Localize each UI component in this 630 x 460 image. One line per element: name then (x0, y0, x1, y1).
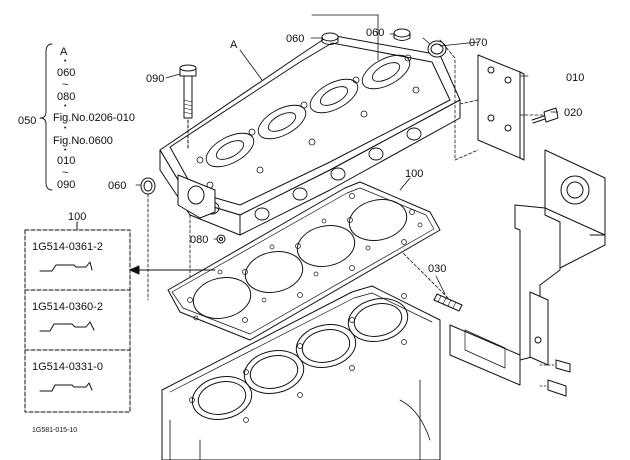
callout-080: 080 (190, 234, 208, 246)
leader-lines (135, 14, 559, 295)
gasket-variant-2-part-no: 1G514-0360-2 (32, 301, 103, 313)
serial-line-7: 090 (57, 179, 75, 191)
serial-line-6: 010 (57, 155, 75, 167)
gasket-variants-box (24, 221, 216, 413)
serial-dot-2: • (64, 103, 67, 110)
serial-line-5: Fig.No.0600 (53, 135, 113, 147)
serial-line-4: Fig.No.0206-010 (53, 112, 135, 124)
callout-090: 090 (146, 73, 164, 85)
stud-030 (433, 293, 463, 312)
cylinder-head (159, 34, 461, 236)
engine-bracket (449, 149, 606, 397)
bolt-020 (531, 107, 559, 124)
serial-tilde-2: ~ (62, 167, 68, 179)
ref-a-head: A (230, 39, 238, 51)
bolt-090 (179, 64, 197, 151)
serial-range-text: A • 060 ~ 080 • Fig.No.0206-010 • Fig.No… (53, 46, 135, 191)
serial-line-2: 060 (57, 67, 75, 79)
gasket-variant-1-part-no: 1G514-0361-2 (32, 241, 103, 253)
plug-060-left (140, 177, 156, 195)
bolt-080 (216, 234, 226, 244)
serial-range-brace (39, 43, 53, 191)
callout-020: 020 (564, 107, 582, 119)
callout-060-left: 060 (108, 180, 126, 192)
figure-id: 1G581-015-10 (32, 427, 77, 434)
cover-plate-010 (477, 54, 525, 161)
gasket-variant-labels: 1G514-0361-2 1G514-0360-2 1G514-0331-0 (32, 241, 103, 373)
cylinder-block (161, 285, 441, 460)
callout-030: 030 (428, 263, 446, 275)
callout-070: 070 (469, 37, 487, 49)
callout-060-top-right: 060 (366, 27, 384, 39)
serial-line-3: 080 (57, 91, 75, 103)
gasket-profile-glyphs (39, 261, 95, 392)
callout-060-top-left: 060 (286, 33, 304, 45)
callout-100-gasket: 100 (405, 168, 423, 180)
callout-010: 010 (566, 72, 584, 84)
head-gasket-100 (167, 181, 441, 341)
callout-labels: 060 060 070 010 020 090 060 080 100 030 … (18, 27, 584, 275)
plug-070 (427, 40, 447, 58)
serial-dot-1: • (64, 58, 67, 65)
callout-100-box: 100 (68, 211, 86, 223)
plug-060-top (321, 28, 411, 45)
serial-dot-3: • (64, 125, 67, 132)
gasket-variant-3-part-no: 1G514-0331-0 (32, 361, 103, 373)
serial-dot-4: • (64, 147, 67, 154)
serial-line-1: A (60, 46, 68, 58)
serial-tilde-1: ~ (62, 79, 68, 91)
callout-050: 050 (18, 115, 36, 127)
